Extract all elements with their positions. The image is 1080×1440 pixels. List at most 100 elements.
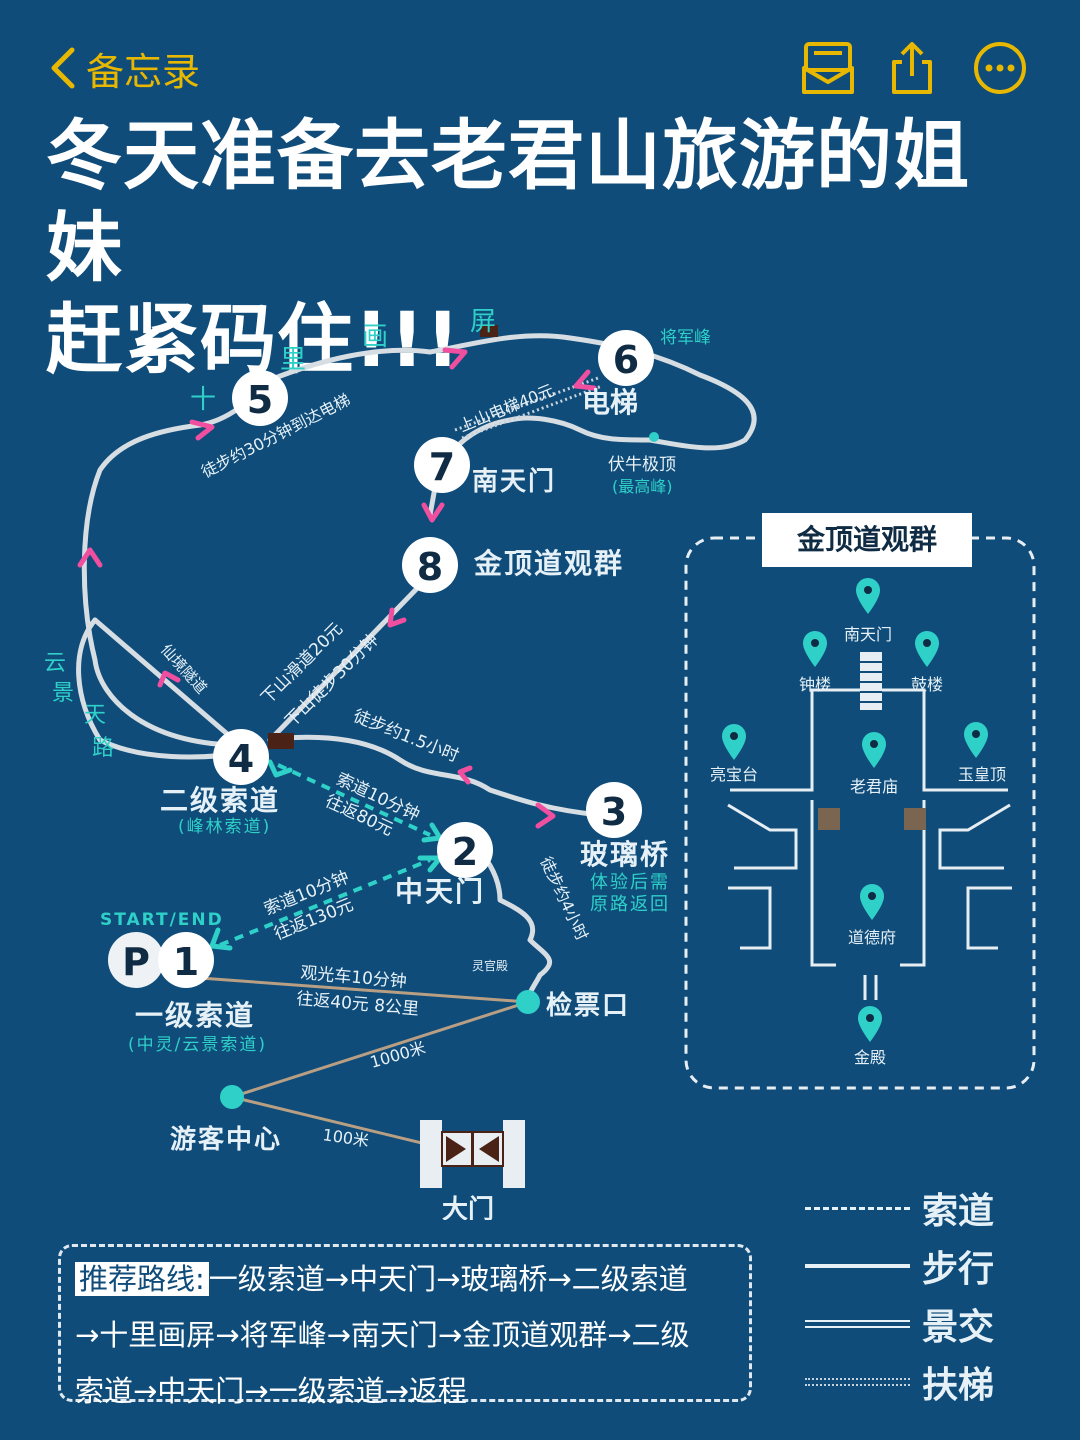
elevator-price-label: 上山电梯40元 [456,380,556,435]
visitor-label: 游客中心 [170,1124,282,1155]
shili-char-3: 画 [362,322,388,352]
yunjing-char-2: 景 [52,681,74,706]
stop-4[interactable]: 4 [213,729,269,785]
map-pin-icon [856,578,880,614]
inset-pin-6[interactable]: 玉皇顶 [958,722,1006,784]
map-pin-icon [915,631,939,667]
legend-bus-label: 景交 [922,1307,995,1348]
walk-15h-label: 徒步约1.5小时 [350,706,461,767]
inset-pin-4[interactable]: 亮宝台 [710,724,758,784]
stop-2[interactable]: 2 [437,822,493,878]
legend-escalator-label: 扶梯 [922,1365,995,1406]
lingguan-label: 灵官殿 [472,958,508,973]
legend-walk: 步行 [805,1238,1065,1294]
legend-cable-label: 索道 [922,1191,995,1232]
yunjing-char-3: 天 [84,703,106,728]
legend-cable: 索道 [805,1180,1065,1236]
stop-1-sub: (中灵/云景索道) [128,1035,267,1055]
bus-paths [199,976,529,1147]
map-pin-icon [862,732,886,768]
inset-pin-1[interactable]: 南天门 [844,578,892,644]
title-line-1: 冬天准备去老君山旅游的姐妹 [46,111,970,292]
route-line-1: 推荐路线:一级索道→中天门→玻璃桥→二级索道 [75,1251,735,1307]
stop-5-number: 5 [247,378,273,422]
top-bar: 备忘录 [0,0,1080,120]
map-pin-icon [964,722,988,758]
shili-char-2: 里 [280,345,306,375]
inset-place-6: 玉皇顶 [958,765,1006,784]
stop-3-name: 玻璃桥 [580,838,670,871]
route-map: P 1 2 3 4 5 6 7 8 二级索道 [44,307,1036,1220]
stop-7-name: 南天门 [472,467,556,497]
share-icon[interactable] [884,40,940,96]
chevron-left-icon [51,47,75,89]
inset-pin-7[interactable]: 道德府 [848,884,896,947]
funiu-dot [649,432,659,442]
legend: 索道 步行 景交 扶梯 [805,1180,1065,1420]
map-pin-icon [860,884,884,920]
inset-pin-3[interactable]: 鼓楼 [911,631,943,694]
inset-place-4: 亮宝台 [710,765,758,784]
stop-3[interactable]: 3 [586,782,642,838]
map-pin-icon [803,631,827,667]
stop-8[interactable]: 8 [402,537,458,593]
route-label: 推荐路线: [75,1262,209,1296]
inset-place-7: 道德府 [848,928,896,947]
stop-6-number: 6 [613,338,639,382]
stop-3-number: 3 [601,790,627,834]
start-end-label: START/END [100,910,224,930]
legend-walk-label: 步行 [922,1249,995,1290]
inset-pin-8[interactable]: 金殿 [854,1006,886,1067]
cable-paths [219,763,431,947]
stop-6[interactable]: 6 [598,330,654,386]
stop-3-sub1: 体验后需 [590,872,670,893]
stop-1[interactable]: P 1 [108,932,214,988]
stop-5[interactable]: 5 [232,370,288,426]
inset-panel: 金顶道观群 南天门 钟楼 鼓楼 亮宝台 [684,513,1036,1090]
stop-7-number: 7 [429,445,455,489]
route-line-1-text: 一级索道→中天门→玻璃桥→二级索道 [208,1262,688,1296]
funiu-label-1: 伏牛极顶 [608,455,676,475]
ticket-label: 检票口 [546,990,630,1021]
direction-arrows [77,347,597,951]
mail-icon[interactable] [800,40,856,96]
ticket-dot [516,990,540,1014]
stop-2-name: 中天门 [395,875,485,908]
xianjing-label: 仙境隧道 [157,641,211,698]
inset-pin-5[interactable]: 老君庙 [850,732,898,796]
yunjing-char-1: 云 [44,651,66,676]
stop-1-name: 一级索道 [135,999,255,1032]
stop-8-name: 金顶道观群 [473,547,624,580]
scenic-marker [480,325,498,337]
parking-icon: P [122,940,150,984]
slide-label: 下山滑道20元 [257,619,347,709]
stop-6-name: 电梯 [582,386,638,419]
gate-label: 大门 [442,1195,494,1220]
map-pin-icon [722,724,746,760]
inset-place-5: 老君庙 [850,777,898,796]
route-line-3: 索道→中天门→一级索道→返程 [75,1374,467,1408]
shili-char-1: 十 [190,385,216,415]
stop-4-sub: (峰林索道) [178,817,271,837]
stop-4-name: 二级索道 [160,784,280,817]
stop-1-number: 1 [173,940,199,984]
inset-title: 金顶道观群 [796,523,937,556]
stop-3-sub2: 原路返回 [590,894,670,915]
stop-7[interactable]: 7 [414,437,470,493]
route-line-2: →十里画屏→将军峰→南天门→金顶道观群→二级 [75,1318,690,1352]
back-button[interactable]: 备忘录 [48,40,200,96]
stop-4-number: 4 [228,737,254,781]
gate-icon [420,1120,525,1188]
stop-8-number: 8 [417,545,443,589]
stop-2-number: 2 [452,830,478,874]
inset-place-8: 金殿 [854,1048,886,1067]
yunjing-char-4: 路 [92,736,114,761]
inset-place-2: 钟楼 [799,675,831,694]
recommended-route: 推荐路线:一级索道→中天门→玻璃桥→二级索道 →十里画屏→将军峰→南天门→金顶道… [58,1244,752,1408]
title-line-2: 赶紧码住!!! [46,295,461,384]
jiangjun-label: 将军峰 [660,328,711,348]
inset-pin-2[interactable]: 钟楼 [799,631,831,694]
more-icon[interactable] [972,40,1028,96]
legend-escalator: 扶梯 [805,1354,1065,1410]
visitor-dot [220,1085,244,1109]
